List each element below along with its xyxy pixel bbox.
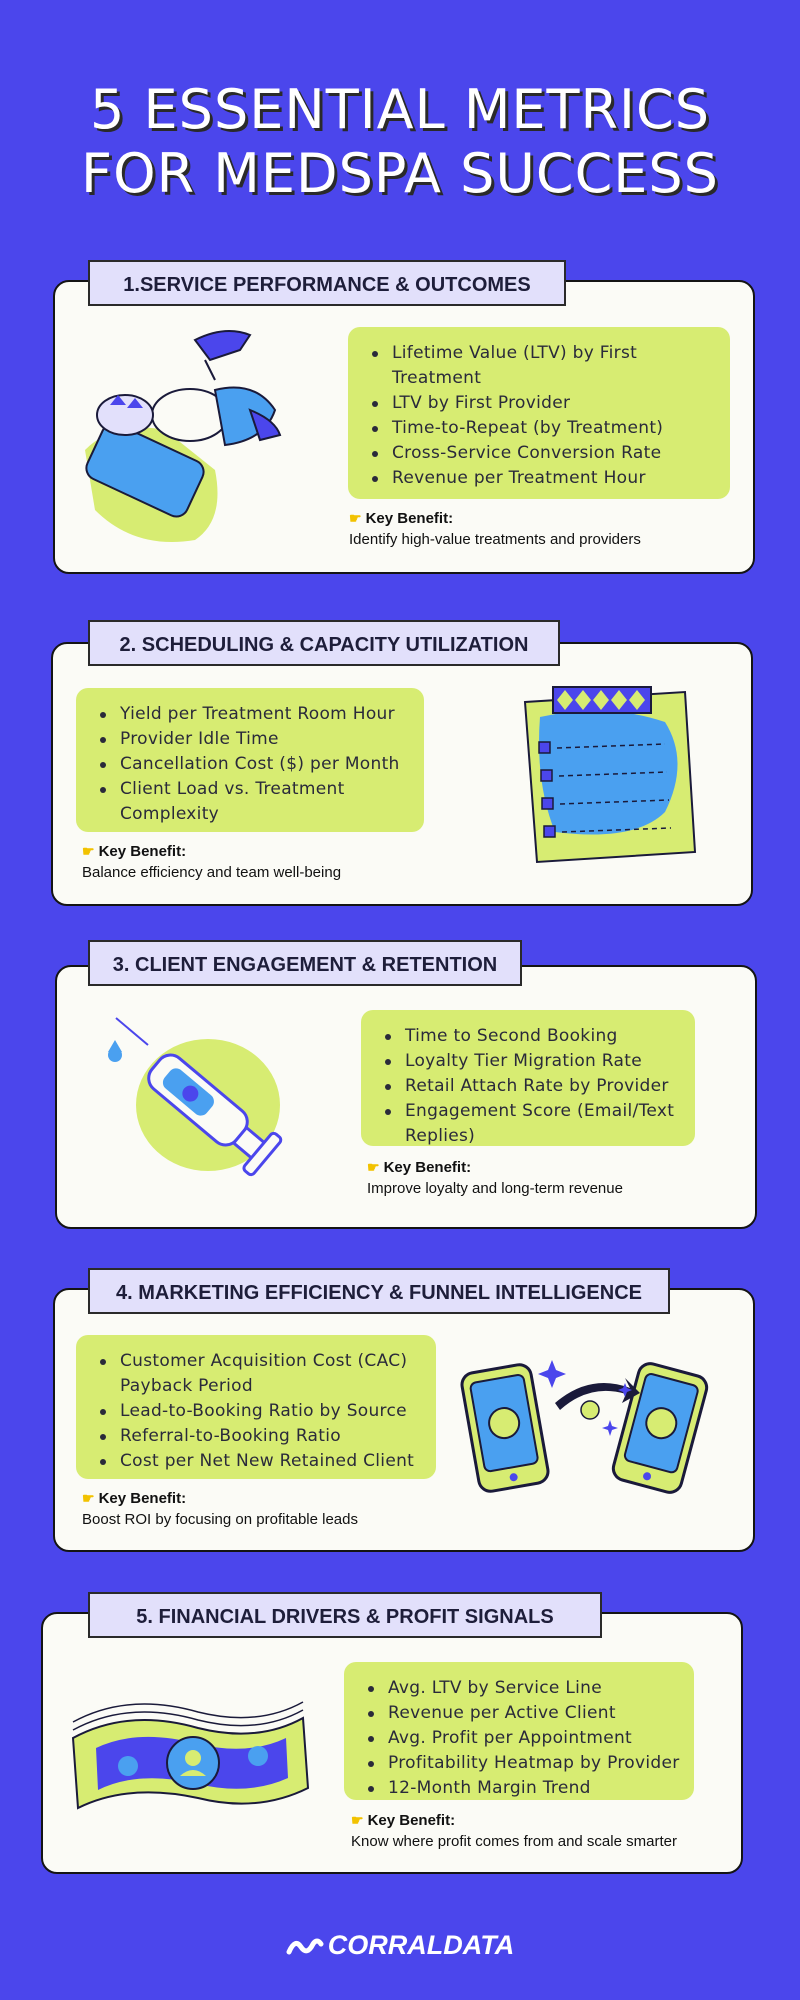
section-heading-marketing: 4. MARKETING EFFICIENCY & FUNNEL INTELLI… [88,1268,670,1314]
phones-referral-illustration [460,1360,709,1494]
list-item: Engagement Score (Email/Text Replies) [385,1099,681,1149]
list-item: Yield per Treatment Room Hour [100,702,410,727]
list-item: Time to Second Booking [385,1024,681,1049]
facial-treatment-illustration [85,330,282,542]
section-heading-engagement: 3. CLIENT ENGAGEMENT & RETENTION [88,940,522,986]
list-item: 12-Month Margin Trend [368,1776,680,1801]
list-item: Provider Idle Time [100,727,410,752]
key-benefit-text: Balance efficiency and team well-being [82,864,342,881]
list-item: Avg. LTV by Service Line [368,1676,680,1701]
key-benefit-scheduling: ☛Key Benefit: Balance efficiency and tea… [82,841,341,884]
metrics-box-service-performance: Lifetime Value (LTV) by First Treatment … [348,327,730,499]
key-benefit-financial: ☛Key Benefit: Know where profit comes fr… [351,1810,677,1853]
title-line-1: 5 ESSENTIAL METRICS [90,78,710,141]
list-item: Time-to-Repeat (by Treatment) [372,416,716,441]
key-benefit-marketing: ☛Key Benefit: Boost ROI by focusing on p… [82,1488,358,1531]
pointing-hand-icon: ☛ [82,1490,95,1506]
key-benefit-text: Identify high-value treatments and provi… [349,531,641,548]
pointing-hand-icon: ☛ [367,1159,380,1175]
syringe-illustration [108,1017,283,1177]
list-item: Customer Acquisition Cost (CAC) Payback … [100,1349,422,1399]
pointing-hand-icon: ☛ [349,510,362,526]
page-title: 5 ESSENTIAL METRICS FOR MEDSPA SUCCESS [0,78,800,206]
key-benefit-label: Key Benefit: [367,1812,456,1829]
logo-wave-icon [286,1938,324,1955]
metrics-box-scheduling: Yield per Treatment Room Hour Provider I… [76,688,424,832]
list-item: Cancellation Cost ($) per Month [100,752,410,777]
money-bills-illustration [71,1701,310,1810]
list-item: Cross-Service Conversion Rate [372,441,716,466]
key-benefit-label: Key Benefit: [98,843,187,860]
list-item: Loyalty Tier Migration Rate [385,1049,681,1074]
list-item: Profitability Heatmap by Provider [368,1751,680,1776]
key-benefit-label: Key Benefit: [365,510,454,527]
title-line-2: FOR MEDSPA SUCCESS [81,142,719,205]
list-item: Retail Attach Rate by Provider [385,1074,681,1099]
key-benefit-text: Know where profit comes from and scale s… [351,1833,677,1850]
list-item: Lead-to-Booking Ratio by Source [100,1399,422,1424]
metrics-box-marketing: Customer Acquisition Cost (CAC) Payback … [76,1335,436,1479]
corraldata-logo: CORRALDATA [0,1930,800,1961]
key-benefit-label: Key Benefit: [383,1159,472,1176]
key-benefit-service-performance: ☛Key Benefit: Identify high-value treatm… [349,508,641,551]
key-benefit-text: Improve loyalty and long-term revenue [367,1180,623,1197]
checklist-clipboard-illustration [523,686,697,864]
section-heading-scheduling: 2. SCHEDULING & CAPACITY UTILIZATION [88,620,560,666]
list-item: Lifetime Value (LTV) by First Treatment [372,341,716,391]
section-heading-service-performance: 1.SERVICE PERFORMANCE & OUTCOMES [88,260,566,306]
list-item: Revenue per Treatment Hour [372,466,716,491]
list-item: Avg. Profit per Appointment [368,1726,680,1751]
list-item: Revenue per Active Client [368,1701,680,1726]
key-benefit-engagement: ☛Key Benefit: Improve loyalty and long-t… [367,1157,623,1200]
pointing-hand-icon: ☛ [351,1812,364,1828]
metrics-box-financial: Avg. LTV by Service Line Revenue per Act… [344,1662,694,1800]
list-item: Referral-to-Booking Ratio [100,1424,422,1449]
list-item: Client Load vs. Treatment Complexity [100,777,410,827]
list-item: Cost per Net New Retained Client [100,1449,422,1474]
key-benefit-text: Boost ROI by focusing on profitable lead… [82,1511,358,1528]
section-heading-financial: 5. FINANCIAL DRIVERS & PROFIT SIGNALS [88,1592,602,1638]
metrics-box-engagement: Time to Second Booking Loyalty Tier Migr… [361,1010,695,1146]
key-benefit-label: Key Benefit: [98,1490,187,1507]
logo-text: CORRALDATA [327,1930,515,1960]
list-item: LTV by First Provider [372,391,716,416]
pointing-hand-icon: ☛ [82,843,95,859]
